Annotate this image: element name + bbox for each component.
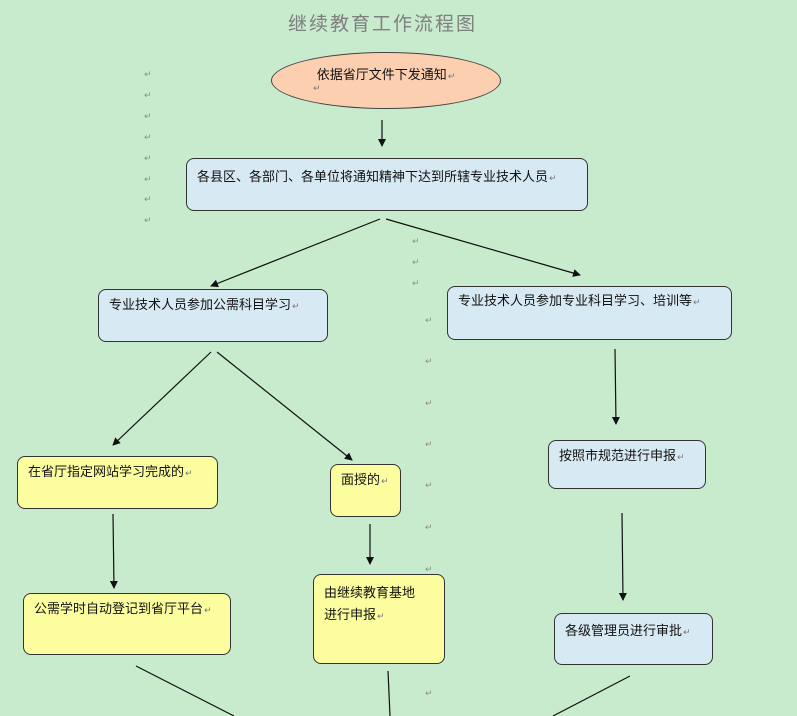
line-base-down bbox=[387, 670, 391, 716]
paragraph-mark: ↵ bbox=[425, 565, 433, 575]
paragraph-mark: ↵ bbox=[425, 689, 433, 699]
arrow-public-to-online bbox=[112, 351, 212, 446]
paragraph-mark: ↵ bbox=[185, 469, 193, 479]
apply-by-city-node: 按照市规范进行申报↵ bbox=[548, 440, 706, 489]
paragraph-mark: ↵ bbox=[412, 279, 420, 289]
paragraph-mark: ↵ bbox=[144, 175, 152, 185]
base-apply-node-label-line2: 进行申报 bbox=[324, 608, 377, 623]
admin-review-node-label: 各级管理员进行审批 bbox=[565, 624, 683, 639]
paragraph-mark: ↵ bbox=[377, 612, 385, 622]
paragraph-mark: ↵ bbox=[425, 523, 433, 533]
auto-register-node: 公需学时自动登记到省厅平台↵ bbox=[23, 593, 231, 655]
paragraph-mark: ↵ bbox=[144, 91, 152, 101]
base-apply-node-label-line1: 由继续教育基地 bbox=[324, 586, 416, 601]
face-to-face-node-label: 面授的 bbox=[341, 473, 381, 488]
public-subjects-node: 专业技术人员参加公需科目学习↵ bbox=[98, 289, 328, 342]
page-title: 继续教育工作流程图 bbox=[288, 13, 478, 35]
paragraph-mark: ↵ bbox=[677, 453, 685, 463]
paragraph-mark: ↵ bbox=[144, 154, 152, 164]
paragraph-mark: ↵ bbox=[292, 302, 300, 312]
paragraph-mark: ↵ bbox=[447, 72, 456, 82]
paragraph-mark: ↵ bbox=[425, 481, 433, 491]
arrow-notify-to-professional bbox=[385, 218, 581, 277]
paragraph-mark: ↵ bbox=[204, 606, 212, 616]
arrow-notify-to-public bbox=[210, 218, 381, 288]
start-node-label: 依据省厅文件下发通知 bbox=[316, 68, 447, 83]
online-complete-node: 在省厅指定网站学习完成的↵ bbox=[17, 456, 218, 509]
paragraph-mark: ↵ bbox=[144, 216, 152, 226]
apply-by-city-node-label: 按照市规范进行申报 bbox=[559, 449, 677, 464]
paragraph-mark: ↵ bbox=[412, 258, 420, 268]
line-review-down bbox=[552, 675, 631, 716]
notify-node: 各县区、各部门、各单位将通知精神下达到所辖专业技术人员↵ bbox=[186, 158, 588, 211]
arrow-apply-to-review bbox=[618, 512, 627, 601]
paragraph-mark: ↵ bbox=[425, 357, 433, 367]
online-complete-node-label: 在省厅指定网站学习完成的 bbox=[28, 465, 185, 480]
paragraph-mark: ↵ bbox=[425, 316, 433, 326]
paragraph-mark: ↵ bbox=[144, 70, 152, 80]
admin-review-node: 各级管理员进行审批↵ bbox=[554, 613, 713, 665]
paragraph-mark: ↵ bbox=[425, 399, 433, 409]
notify-node-label: 各县区、各部门、各单位将通知精神下达到所辖专业技术人员 bbox=[197, 170, 549, 185]
arrow-public-to-face bbox=[216, 351, 353, 461]
arrow-online-to-register bbox=[109, 513, 118, 589]
paragraph-mark: ↵ bbox=[693, 298, 701, 308]
paragraph-mark: ↵ bbox=[144, 112, 152, 122]
paragraph-mark: ↵ bbox=[425, 440, 433, 450]
public-subjects-node-label: 专业技术人员参加公需科目学习 bbox=[109, 298, 292, 313]
professional-subjects-node: 专业技术人员参加专业科目学习、培训等↵ bbox=[447, 286, 732, 340]
line-register-down bbox=[135, 665, 235, 716]
auto-register-node-label: 公需学时自动登记到省厅平台 bbox=[34, 602, 204, 617]
start-node: 依据省厅文件下发通知↵ ↵ bbox=[271, 52, 501, 109]
paragraph-mark: ↵ bbox=[313, 84, 321, 94]
arrow-professional-to-apply bbox=[611, 348, 620, 425]
paragraph-mark: ↵ bbox=[144, 195, 152, 205]
professional-subjects-node-label: 专业技术人员参加专业科目学习、培训等 bbox=[458, 294, 693, 309]
base-apply-node: 由继续教育基地 进行申报↵ bbox=[313, 574, 445, 664]
face-to-face-node: 面授的↵ bbox=[330, 464, 401, 517]
paragraph-mark: ↵ bbox=[144, 133, 152, 143]
paragraph-mark: ↵ bbox=[683, 628, 691, 638]
paragraph-mark: ↵ bbox=[412, 237, 420, 247]
paragraph-mark: ↵ bbox=[381, 477, 389, 487]
paragraph-mark: ↵ bbox=[549, 174, 557, 184]
